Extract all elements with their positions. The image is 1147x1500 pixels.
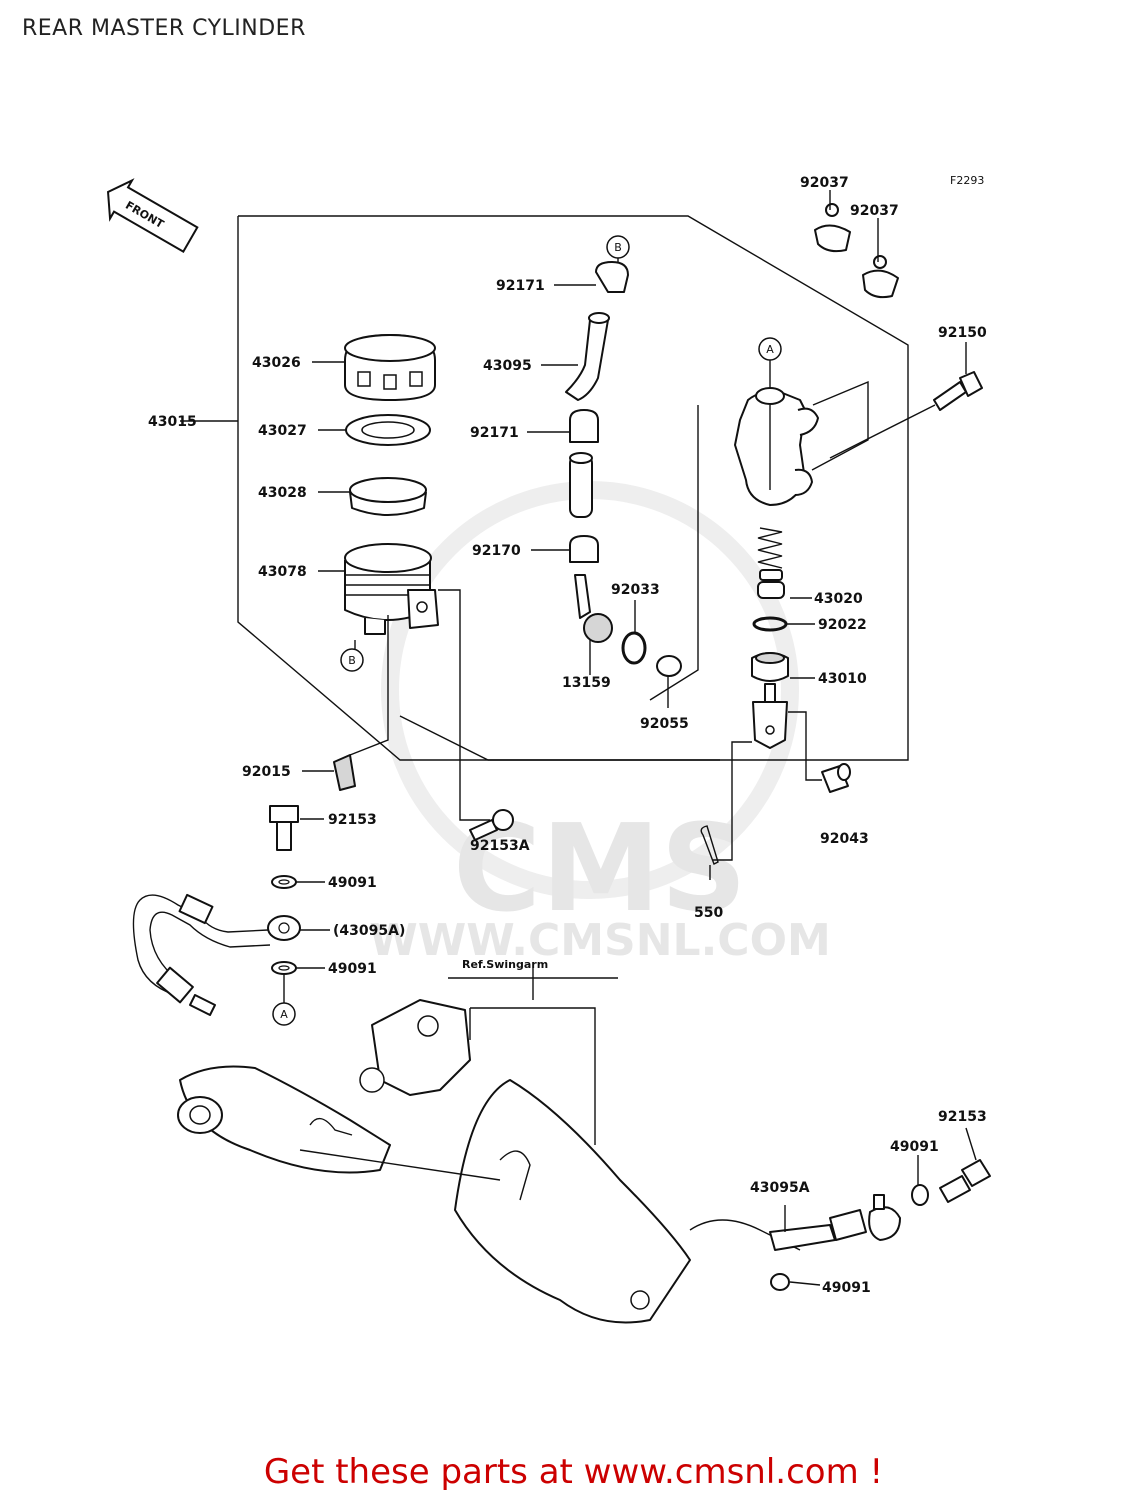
diaphragm xyxy=(349,477,427,516)
part-label-92037-a: 92037 xyxy=(800,175,849,191)
circlip xyxy=(621,631,647,665)
diaphragm-plate xyxy=(345,414,431,446)
bolt-92150 xyxy=(933,371,983,411)
part-label-43095A-ref: (43095A) xyxy=(333,923,405,939)
part-label-43078: 43078 xyxy=(258,564,307,580)
part-label-550: 550 xyxy=(694,905,723,921)
callout-a-top: A xyxy=(758,337,782,361)
svg-text:A: A xyxy=(766,343,774,356)
brake-hose-left xyxy=(132,893,271,1016)
part-label-43027: 43027 xyxy=(258,423,307,439)
part-label-43026: 43026 xyxy=(252,355,301,371)
leader-lines xyxy=(180,190,977,1286)
front-arrow-icon: FRONT xyxy=(106,178,199,253)
hose-clamp-top xyxy=(595,261,629,293)
part-label-13159: 13159 xyxy=(562,675,611,691)
part-label-92170: 92170 xyxy=(472,543,521,559)
svg-text:B: B xyxy=(348,654,356,667)
hose-clamp-92170 xyxy=(569,535,599,563)
reservoir-hose xyxy=(565,312,610,401)
cotter-pin xyxy=(700,825,719,865)
part-label-92043: 92043 xyxy=(820,831,869,847)
hose-clamp-92037-b xyxy=(862,255,899,299)
banjo-bolt-left xyxy=(269,805,299,851)
part-label-43028: 43028 xyxy=(258,485,307,501)
o-ring xyxy=(656,655,682,677)
washer-49091-right-upper xyxy=(911,1184,929,1206)
part-label-49091-right-lower: 49091 xyxy=(822,1280,871,1296)
footer-link[interactable]: Get these parts at www.cmsnl.com ! xyxy=(263,1452,884,1492)
part-label-92171-middle: 92171 xyxy=(470,425,519,441)
part-label-92033: 92033 xyxy=(611,582,660,598)
part-label-43010: 43010 xyxy=(818,671,867,687)
banjo-fitting-left xyxy=(267,915,301,941)
hose-clamp-92037-a xyxy=(814,203,851,253)
assembly-outline-43015 xyxy=(237,215,909,761)
part-label-92037-b: 92037 xyxy=(850,203,899,219)
push-rod xyxy=(751,652,789,749)
page-title: REAR MASTER CYLINDER xyxy=(22,16,306,41)
reservoir-cap xyxy=(344,334,436,401)
figure-code: F2293 xyxy=(950,174,984,187)
master-cylinder-body xyxy=(734,387,819,506)
hose-connector xyxy=(574,574,613,643)
part-label-49091-right-upper: 49091 xyxy=(890,1139,939,1155)
part-label-92015: 92015 xyxy=(242,764,291,780)
callout-b-top: B xyxy=(606,235,630,259)
banjo-bolt-right xyxy=(939,1159,991,1203)
part-label-92055: 92055 xyxy=(640,716,689,732)
hose-piece xyxy=(569,452,593,518)
part-label-43015: 43015 xyxy=(148,414,197,430)
callout-a-bottom: A xyxy=(272,1002,296,1026)
ref-swingarm-label: Ref.Swingarm xyxy=(462,958,548,971)
part-label-92153-left: 92153 xyxy=(328,812,377,828)
callout-b-bottom: B xyxy=(340,648,364,672)
part-label-43095: 43095 xyxy=(483,358,532,374)
svg-text:A: A xyxy=(280,1008,288,1021)
washer-49091-lower xyxy=(271,961,297,975)
washer-49091-upper xyxy=(271,875,297,889)
reservoir xyxy=(344,543,439,635)
part-label-43095A: 43095A xyxy=(750,1180,810,1196)
part-label-49091-upper: 49091 xyxy=(328,875,377,891)
svg-text:B: B xyxy=(614,241,622,254)
clevis-pin xyxy=(821,763,851,793)
part-label-49091-lower: 49091 xyxy=(328,961,377,977)
part-label-92022: 92022 xyxy=(818,617,867,633)
washer-49091-right-lower xyxy=(770,1273,790,1291)
part-label-92153-right: 92153 xyxy=(938,1109,987,1125)
part-label-92153A: 92153A xyxy=(470,838,530,854)
bolt-92153A xyxy=(469,809,514,841)
brake-hose-right xyxy=(689,1194,901,1251)
part-label-92171-top: 92171 xyxy=(496,278,545,294)
part-labels: 43015 43026 43027 43028 43078 92171 4309… xyxy=(148,175,987,1296)
piston-spring xyxy=(757,527,785,599)
swingarm xyxy=(177,999,691,1324)
cylinder-bracket-outline xyxy=(649,405,699,701)
part-label-43020: 43020 xyxy=(814,591,863,607)
watermark-url: WWW.CMSNL.COM xyxy=(369,915,831,966)
hose-clamp-middle xyxy=(569,409,599,443)
part-label-92150: 92150 xyxy=(938,325,987,341)
hose-guide-92015 xyxy=(333,754,356,791)
